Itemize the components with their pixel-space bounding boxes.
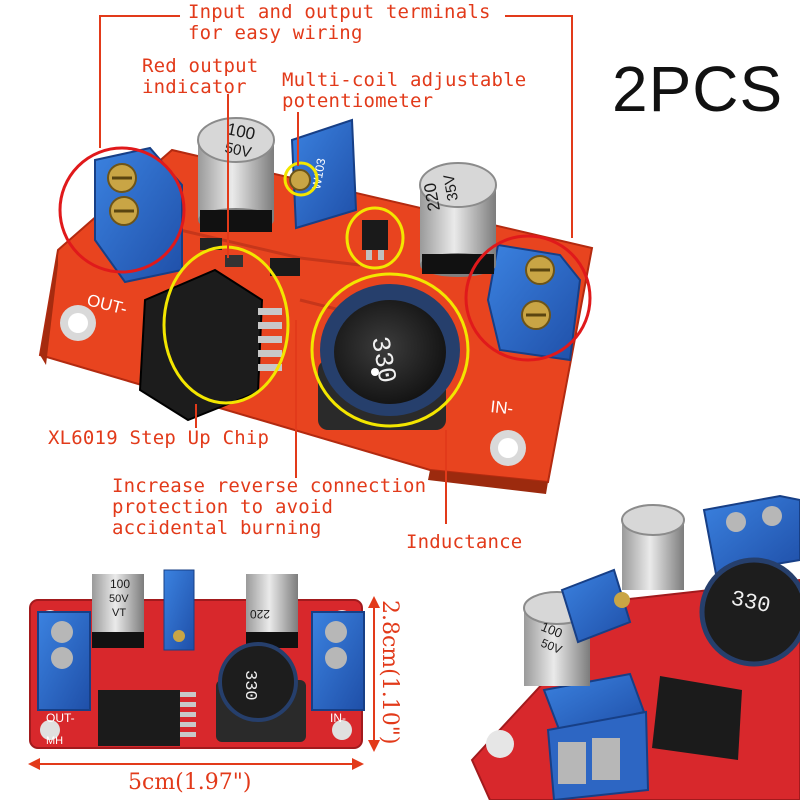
small-cap-220-label: 220 bbox=[250, 607, 270, 621]
callout-inductance: Inductance bbox=[406, 531, 523, 553]
top-view-board: 100 50V VT 220 330 OUT- IN- MH bbox=[29, 569, 365, 749]
dimension-arrows bbox=[28, 596, 380, 770]
board-in-label: IN- bbox=[490, 397, 515, 418]
angled-close-up-board: 100 50V 330 bbox=[470, 494, 800, 800]
small-cap-50v-label: 50V bbox=[109, 593, 129, 605]
inductor-coil: 330 bbox=[318, 284, 460, 430]
pot-label: W103 bbox=[309, 157, 328, 191]
quantity-badge: 2PCS bbox=[612, 53, 784, 125]
input-terminal-block bbox=[486, 243, 582, 362]
small-cap-vt-label: VT bbox=[112, 607, 126, 619]
small-board-in-label: IN- bbox=[330, 711, 346, 725]
component-highlight-rings bbox=[162, 161, 470, 428]
small-cap-100-label: 100 bbox=[110, 577, 130, 591]
small-board-mh-label: MH bbox=[46, 735, 63, 747]
cap-35v-label: 35V bbox=[441, 173, 462, 202]
callout-red-indicator: Red output indicator bbox=[142, 55, 259, 98]
height-dimension-label: 2.8cm(1.10") bbox=[377, 600, 402, 745]
potentiometer: W103 bbox=[289, 118, 358, 230]
capacitor-220uf: 220 35V bbox=[419, 162, 497, 277]
callout-terminals: Input and output terminals for easy wiri… bbox=[188, 1, 491, 44]
cap-50v-label: 50V bbox=[223, 139, 253, 161]
small-board-out-label: OUT- bbox=[46, 711, 75, 725]
width-dimension-label: 5cm(1.97") bbox=[128, 770, 252, 795]
callout-potentiometer: Multi-coil adjustable potentiometer bbox=[282, 69, 527, 112]
callout-chip: XL6019 Step Up Chip bbox=[48, 427, 270, 449]
cap-220-label: 220 bbox=[420, 181, 444, 212]
callout-reverse-protection: Increase reverse connection protection t… bbox=[112, 475, 427, 539]
terminal-highlight-rings bbox=[58, 146, 592, 362]
output-terminal-block bbox=[94, 146, 183, 284]
capacitor-100uf: 100 50V bbox=[197, 117, 275, 232]
small-coil-label: 330 bbox=[240, 670, 259, 701]
callout-leader-lines bbox=[99, 15, 573, 524]
